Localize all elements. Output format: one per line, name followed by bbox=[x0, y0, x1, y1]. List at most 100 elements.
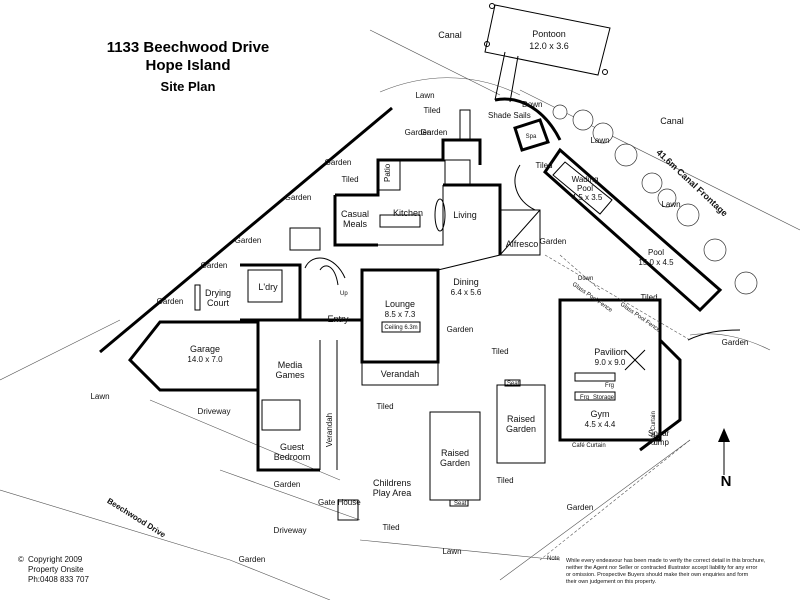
media-label: Media bbox=[278, 360, 303, 370]
ceiling-label: Ceiling 6.3m bbox=[384, 325, 417, 331]
garage-label: Garage bbox=[190, 344, 220, 354]
tree-icon bbox=[552, 104, 568, 120]
lounge-label: Lounge bbox=[385, 299, 415, 309]
frg2-label: Frg bbox=[580, 395, 589, 401]
garden-l3-label: Garden bbox=[235, 236, 262, 245]
wading-pool-label-2: Pool bbox=[577, 184, 593, 193]
glass-pool-fence-label-2: Glass Pool Fence bbox=[619, 302, 662, 334]
garden-arc-right bbox=[687, 329, 741, 341]
tree-icon bbox=[676, 203, 700, 227]
garden-l1-label: Garden bbox=[325, 158, 352, 167]
north-label: N bbox=[721, 473, 732, 490]
pool-label: Pool bbox=[648, 248, 664, 257]
tiled-pool-label: Tiled bbox=[640, 293, 657, 302]
raised-garden-left-label: Raised bbox=[441, 448, 469, 458]
gym-dimensions: 4.5 x 4.4 bbox=[585, 420, 616, 429]
gym-label: Gym bbox=[591, 409, 610, 419]
media-label-2: Games bbox=[275, 370, 305, 380]
raised-garden-right-label-2: Garden bbox=[506, 424, 536, 434]
garden-right-label: Garden bbox=[722, 338, 749, 347]
canal-top-label: Canal bbox=[438, 30, 462, 40]
up-label: Up bbox=[340, 291, 348, 297]
note-line-2: neither the Agent nor Seller or contract… bbox=[566, 565, 758, 571]
lawn-boundary bbox=[0, 319, 121, 381]
glass-pool-fence-label: Glass Pool Fence bbox=[571, 282, 614, 314]
tree-icon bbox=[657, 188, 677, 208]
gate-house bbox=[337, 499, 359, 521]
tree-icon bbox=[614, 143, 638, 167]
lawn-edge-right bbox=[499, 439, 691, 581]
address-title: 1133 Beechwood Drive bbox=[107, 39, 270, 56]
down-top-label: Down bbox=[522, 100, 542, 109]
fence-bottom-right bbox=[539, 439, 691, 561]
note-line-3: or omission. Prospective Buyers should m… bbox=[566, 572, 749, 578]
patio-label: Patio bbox=[383, 163, 392, 182]
lawn-edge-bottom bbox=[359, 539, 561, 561]
lawn-top-label: Lawn bbox=[415, 91, 434, 100]
dining-dimensions: 6.4 x 5.6 bbox=[451, 288, 482, 297]
pavilion-label: Pavilion bbox=[594, 347, 626, 357]
house-walls bbox=[99, 97, 562, 472]
wading-pool-dimensions: 4.5 x 3.5 bbox=[572, 193, 603, 202]
driveway-1-label: Driveway bbox=[198, 407, 231, 416]
tree-icon bbox=[641, 172, 663, 194]
glass-pool-fence bbox=[544, 254, 691, 341]
guest-bedroom-label: Guest bbox=[280, 442, 305, 452]
verandah-side-label: Verandah bbox=[325, 413, 334, 447]
street-edge bbox=[0, 489, 331, 600]
note-label: Note bbox=[547, 556, 560, 562]
pontoon-label: Pontoon bbox=[532, 29, 566, 39]
dining-label: Dining bbox=[453, 277, 479, 287]
lawn-right-label: Lawn bbox=[661, 200, 680, 209]
tiled-raised-label: Tiled bbox=[496, 476, 513, 485]
garden-spa-label: Garden bbox=[405, 128, 432, 137]
seat-left-label: Seat bbox=[454, 501, 467, 507]
casual-meals-label-2: Meals bbox=[343, 219, 368, 229]
garden-bottom-left-label: Garden bbox=[239, 555, 266, 564]
cafe-curtain-vertical: Café Curtain bbox=[651, 411, 657, 445]
spear-pump-label: Spear bbox=[648, 429, 670, 438]
tiled-bottom-label: Tiled bbox=[382, 523, 399, 532]
raised-gardens bbox=[429, 379, 546, 507]
street-label: Beechwood Drive bbox=[105, 496, 167, 539]
seat-right-label: Seat bbox=[507, 381, 520, 387]
tree-icon bbox=[592, 122, 614, 144]
down-mid-label: Down bbox=[578, 276, 593, 282]
garden-curve-right bbox=[689, 333, 771, 351]
north-arrow-icon bbox=[718, 428, 730, 442]
gangway bbox=[494, 51, 519, 103]
company-label: Property Onsite bbox=[28, 565, 84, 574]
alfresco-label: Alfresco bbox=[506, 239, 539, 249]
garage-dimensions: 14.0 x 7.0 bbox=[187, 355, 223, 364]
childrens-play-label: Childrens bbox=[373, 478, 412, 488]
drying-court-label: Drying bbox=[205, 288, 231, 298]
cafe-curtain-horizontal: Café Curtain bbox=[572, 443, 606, 449]
garden-gate-label: Garden bbox=[274, 480, 301, 489]
laundry-label: L'dry bbox=[258, 282, 278, 292]
casual-meals-label: Casual bbox=[341, 209, 369, 219]
driveway-edge-1 bbox=[149, 399, 341, 481]
lawn-left-label: Lawn bbox=[90, 392, 109, 401]
spa-label: Spa bbox=[526, 134, 537, 140]
living-label: Living bbox=[453, 210, 477, 220]
driveway-2-label: Driveway bbox=[274, 526, 307, 535]
tree-icon bbox=[703, 238, 727, 262]
pontoon: Pontoon 12.0 x 3.6 bbox=[484, 3, 611, 76]
canal-right-label: Canal bbox=[660, 116, 684, 126]
phone-label: Ph:0408 833 707 bbox=[28, 575, 89, 584]
tiled-l1-label: Tiled bbox=[341, 175, 358, 184]
entry-label: Entry bbox=[327, 314, 349, 324]
tiled-top-label: Tiled bbox=[423, 106, 440, 115]
note-line-4: their own judgement on this property. bbox=[566, 579, 657, 585]
copyright-symbol-icon: © bbox=[18, 555, 24, 564]
spa: Spa bbox=[513, 118, 550, 152]
spear-pump-label-2: Pump bbox=[648, 438, 669, 447]
copyright-label: Copyright 2009 bbox=[28, 555, 83, 564]
tree-icon bbox=[734, 271, 758, 295]
shade-sails-label: Shade Sails bbox=[488, 111, 531, 120]
garden-l2-label: Garden bbox=[285, 193, 312, 202]
garden-alfresco-label: Garden bbox=[540, 237, 567, 246]
childrens-play-label-2: Play Area bbox=[373, 488, 412, 498]
drying-court-label-2: Court bbox=[207, 298, 230, 308]
